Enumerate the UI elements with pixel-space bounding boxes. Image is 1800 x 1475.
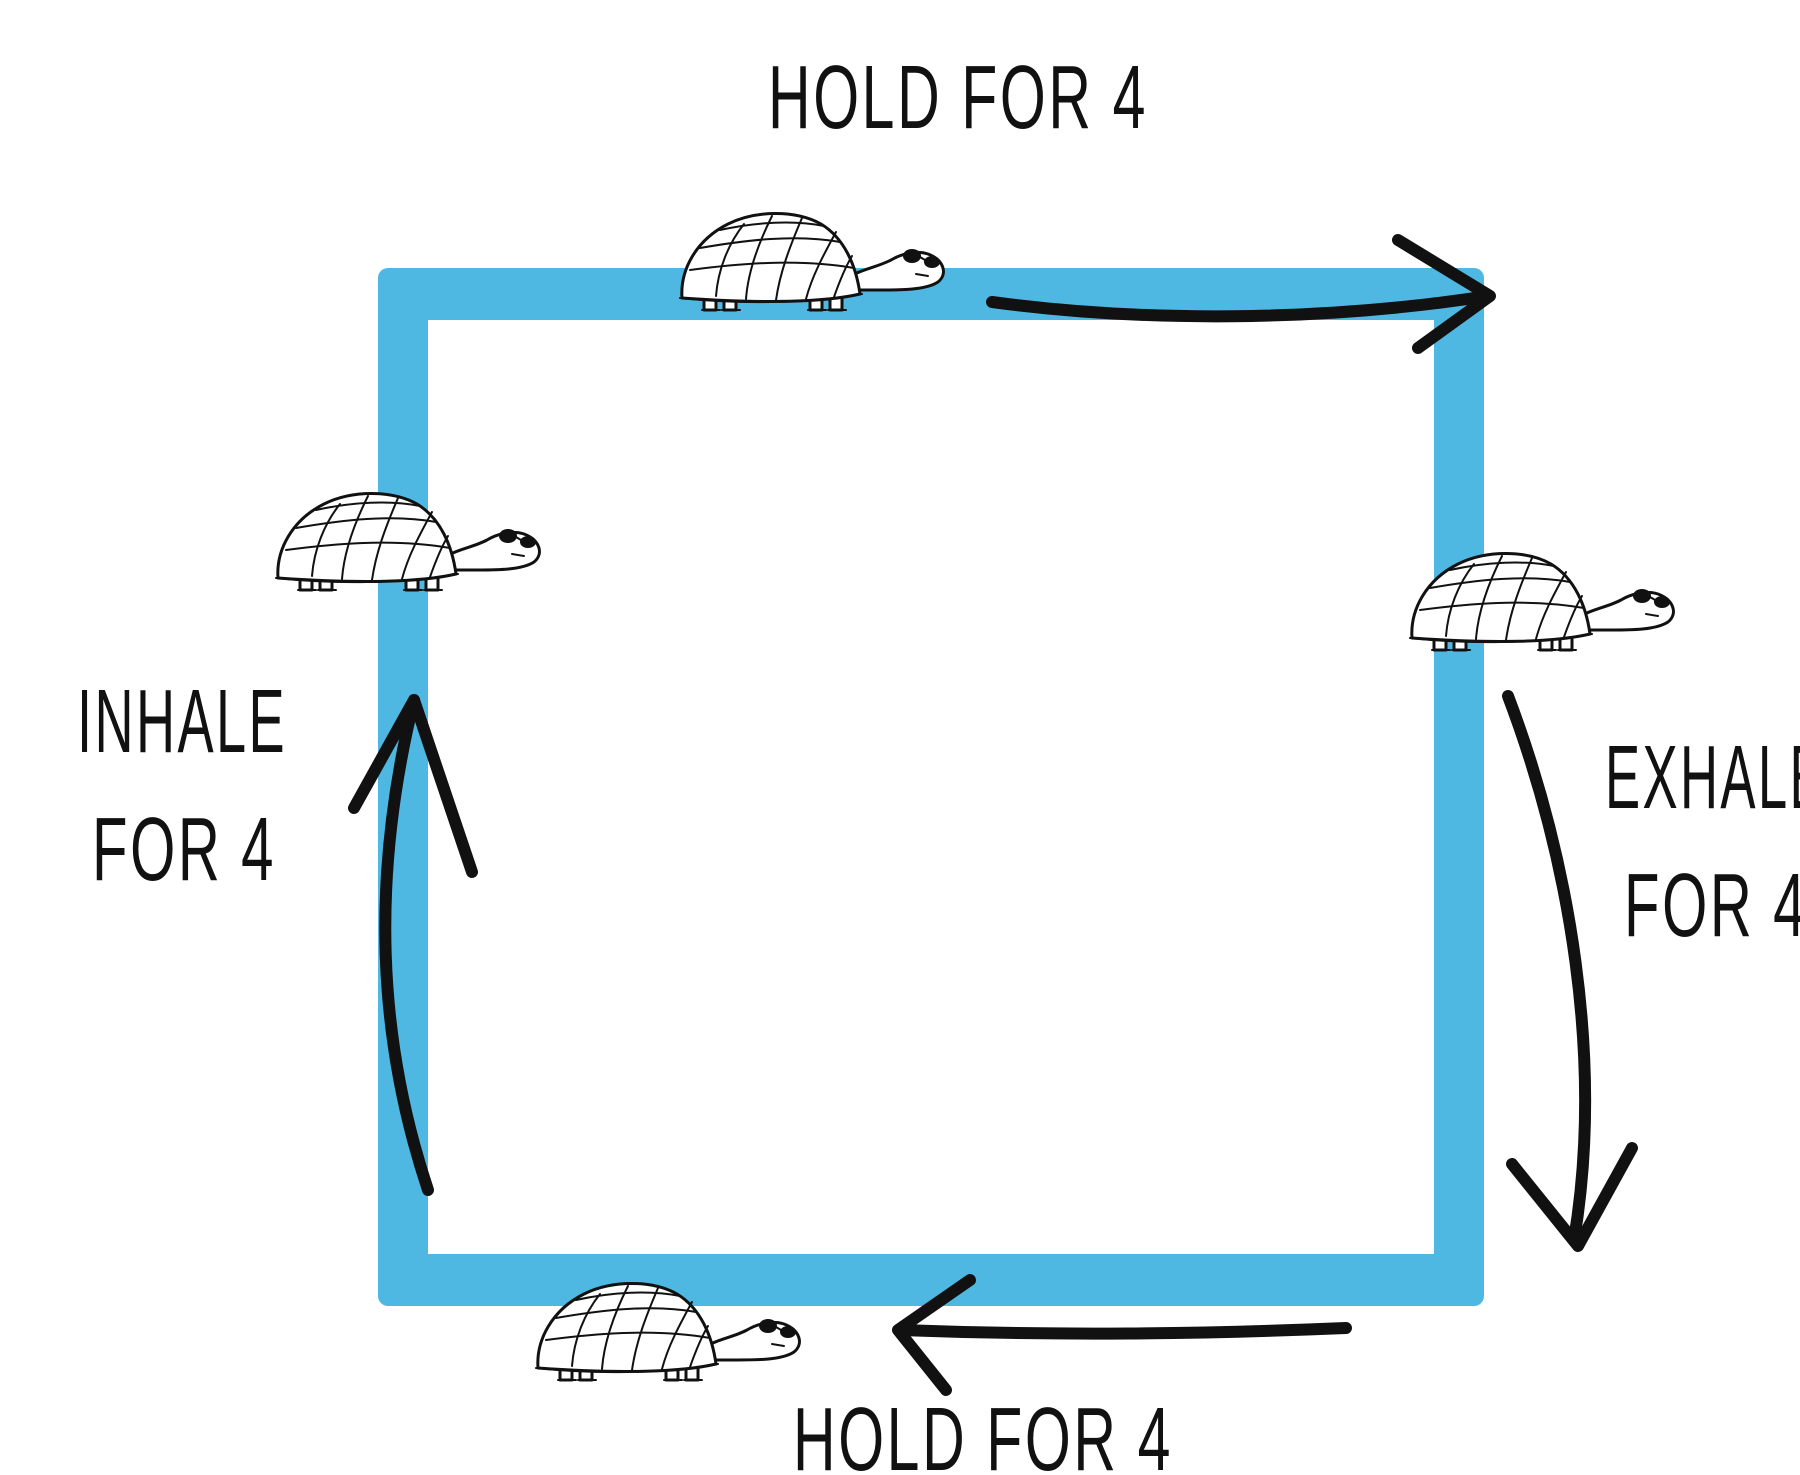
exhale-label-line2: FOR 4 <box>1624 856 1800 956</box>
inhale-label-line2: FOR 4 <box>92 800 276 900</box>
exhale-label-line1: EXHALE <box>1605 728 1800 828</box>
top-hold-label: HOLD FOR 4 <box>768 48 1148 148</box>
inhale-label-line1: INHALE <box>77 672 287 772</box>
arrow-left-up-icon <box>348 694 478 1196</box>
arrow-bottom-left-icon <box>892 1274 1352 1396</box>
arrow-top-right-icon <box>986 234 1496 354</box>
bottom-hold-label: HOLD FOR 4 <box>793 1390 1173 1475</box>
breathing-box-inner <box>428 320 1434 1254</box>
arrow-right-down-icon <box>1502 690 1638 1252</box>
turtle-right-icon <box>1408 552 1675 652</box>
